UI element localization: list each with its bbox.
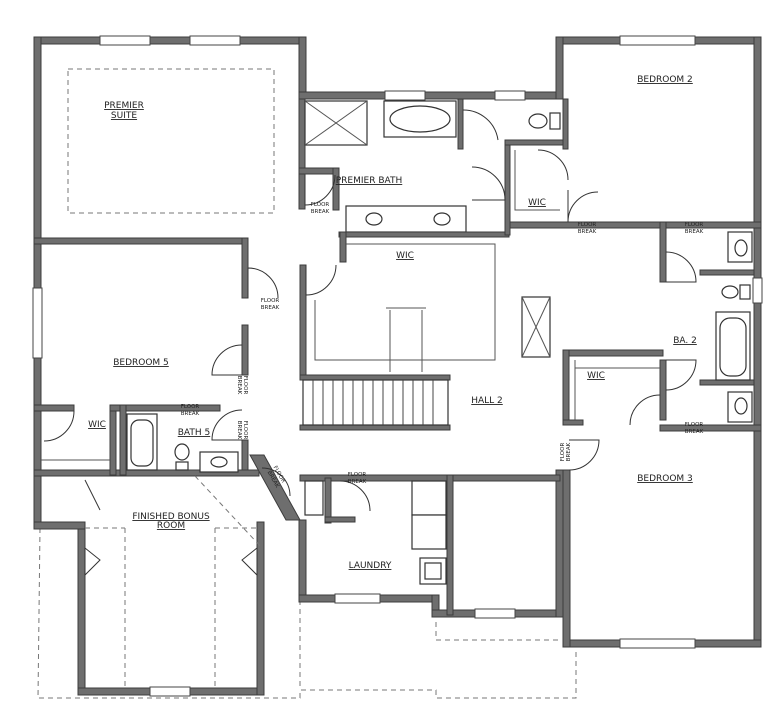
label-premier-suite-2: SUITE	[111, 111, 137, 121]
note-break: BREAK	[261, 305, 280, 311]
label-laundry: LAUNDRY	[349, 561, 392, 571]
label-bath-5: BATH 5	[178, 428, 210, 438]
floor-break-notes: FLOOR BREAK FLOOR BREAK FLOOR BREAK FLOO…	[181, 202, 704, 489]
label-wic-bath: WIC	[528, 198, 546, 208]
note-floor: FLOOR	[181, 404, 200, 410]
note-floor: FLOOR	[685, 222, 704, 228]
label-wic-center: WIC	[396, 251, 414, 261]
stairs	[302, 379, 449, 426]
note-break: BREAK	[311, 209, 330, 215]
note-break: BREAK	[236, 376, 242, 395]
label-bedroom-5: BEDROOM 5	[113, 358, 169, 368]
note-break: BREAK	[348, 479, 367, 485]
shelving	[40, 150, 660, 461]
note-break: BREAK	[181, 411, 200, 417]
windows	[32, 35, 763, 697]
note-floor: FLOOR	[242, 376, 248, 395]
note-break: BREAK	[685, 429, 704, 435]
attic-access	[521, 296, 551, 358]
note-break: BREAK	[685, 229, 704, 235]
note-floor: FLOOR	[311, 202, 330, 208]
lower-level-outline	[37, 527, 577, 699]
label-premier-bath: PREMIER BATH	[336, 176, 403, 186]
label-bonus-2: ROOM	[157, 521, 185, 531]
door-swings	[43, 109, 697, 577]
interior-walls	[33, 98, 762, 616]
note-floor: FLOOR	[242, 421, 248, 440]
dashed-lines	[67, 68, 275, 690]
note-floor: FLOOR	[560, 443, 566, 462]
note-floor: FLOOR	[261, 298, 280, 304]
note-break: BREAK	[566, 442, 572, 461]
label-premier-suite-1: PREMIER	[104, 101, 144, 111]
label-bonus-1: FINISHED BONUS	[132, 512, 210, 522]
label-wic-bed5: WIC	[88, 420, 106, 430]
label-wic-bed3: WIC	[587, 371, 605, 381]
label-bedroom-3: BEDROOM 3	[637, 474, 693, 484]
label-bedroom-2: BEDROOM 2	[637, 75, 693, 85]
note-break: BREAK	[578, 229, 597, 235]
note-floor: FLOOR	[348, 472, 367, 478]
note-floor: FLOOR	[578, 222, 597, 228]
note-floor: FLOOR	[685, 422, 704, 428]
fixtures	[126, 100, 753, 585]
label-ba-2: BA. 2	[673, 336, 697, 346]
note-break: BREAK	[236, 421, 242, 440]
label-hall-2: HALL 2	[471, 396, 503, 406]
room-labels: PREMIER SUITE PREMIER BATH WIC WIC BEDRO…	[88, 75, 697, 571]
